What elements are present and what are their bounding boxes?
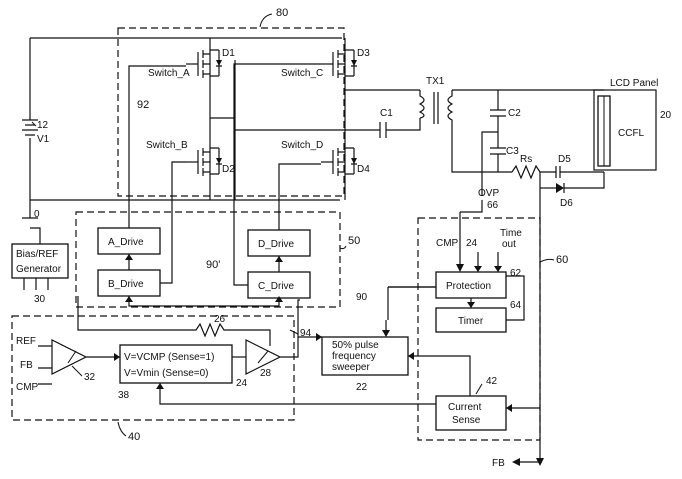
current-sense-line-2: Sense xyxy=(452,415,481,426)
b-drive-label: B_Drive xyxy=(108,279,144,290)
timer-label: Timer xyxy=(458,316,484,327)
switch-d-label: Switch_D xyxy=(281,140,323,151)
ref-24-protection: 24 xyxy=(466,238,478,249)
sweeper-line-1: 50% pulse xyxy=(332,340,379,351)
ref-64: 64 xyxy=(510,300,522,311)
ccfl-label: CCFL xyxy=(618,128,645,139)
ref-50: 50 xyxy=(348,235,360,247)
ref-26: 26 xyxy=(214,314,226,325)
capacitor-c3-label: C3 xyxy=(506,146,519,157)
fb-input-label: FB xyxy=(20,360,33,371)
error-amplifier xyxy=(52,340,86,374)
c-drive-label: C_Drive xyxy=(258,281,295,292)
diode-d5-label: D5 xyxy=(558,154,571,165)
cmp-protection-label: CMP xyxy=(436,238,459,249)
ovp-label: OVP xyxy=(478,188,499,199)
switch-b-mosfet xyxy=(186,148,222,176)
ref-30: 30 xyxy=(34,294,46,305)
switch-b-label: Switch_B xyxy=(146,140,188,151)
ref-40: 40 xyxy=(128,431,140,443)
capacitor-c2-label: C2 xyxy=(508,108,521,119)
sweeper-line-2: frequency xyxy=(332,351,376,362)
ref-62: 62 xyxy=(510,268,522,279)
diode-d4-label: D4 xyxy=(357,164,370,175)
current-sense-line-1: Current xyxy=(448,402,482,413)
ground-label: 0 xyxy=(34,209,40,220)
ref-24-selector: 24 xyxy=(236,378,248,389)
ref-38: 38 xyxy=(118,390,130,401)
diode-d1-label: D1 xyxy=(222,48,235,59)
diode-d2-label: D2 xyxy=(222,164,235,175)
diode-d3-label: D3 xyxy=(357,48,370,59)
ref-80: 80 xyxy=(276,7,288,19)
lcd-panel-label: LCD Panel xyxy=(610,78,658,89)
switch-d-mosfet xyxy=(321,148,357,176)
timeout-line-1: Time xyxy=(500,228,522,239)
diode-d6-label: D6 xyxy=(560,198,573,209)
bias-ref-label: Bias/REF xyxy=(16,249,58,260)
ref-input-label: REF xyxy=(16,336,36,347)
generator-label: Generator xyxy=(16,264,62,275)
switch-c-mosfet xyxy=(321,50,357,78)
ref-90: 90 xyxy=(356,292,368,303)
switch-a-mosfet xyxy=(186,50,222,78)
capacitor-c1-label: C1 xyxy=(380,108,393,119)
transformer-tx1-label: TX1 xyxy=(426,76,445,87)
cmp-input-label: CMP xyxy=(16,382,39,393)
battery-v1-label: V1 xyxy=(37,134,50,145)
ref-42: 42 xyxy=(486,376,498,387)
vcmp-sense-1: V=VCMP (Sense=1) xyxy=(124,352,214,363)
switch-c-label: Switch_C xyxy=(281,68,323,79)
ref-32: 32 xyxy=(84,372,96,383)
ref-28: 28 xyxy=(260,368,272,379)
sweeper-line-3: sweeper xyxy=(332,362,370,373)
vmin-sense-0: V=Vmin (Sense=0) xyxy=(124,368,209,379)
ref-20: 20 xyxy=(660,110,672,121)
fb-output-label: FB xyxy=(492,458,505,469)
d-drive-label: D_Drive xyxy=(258,239,295,250)
timeout-line-2: out xyxy=(502,239,516,250)
resistor-rs-label: Rs xyxy=(520,154,532,165)
ref-22: 22 xyxy=(356,382,368,393)
ref-92: 92 xyxy=(137,99,149,111)
protection-label: Protection xyxy=(446,281,491,292)
ref-90-prime: 90' xyxy=(206,259,220,271)
ref-60: 60 xyxy=(556,254,568,266)
ref-12: 12 xyxy=(37,120,49,131)
switch-a-label: Switch_A xyxy=(148,68,190,79)
ref-66: 66 xyxy=(487,200,499,211)
a-drive-label: A_Drive xyxy=(108,237,144,248)
